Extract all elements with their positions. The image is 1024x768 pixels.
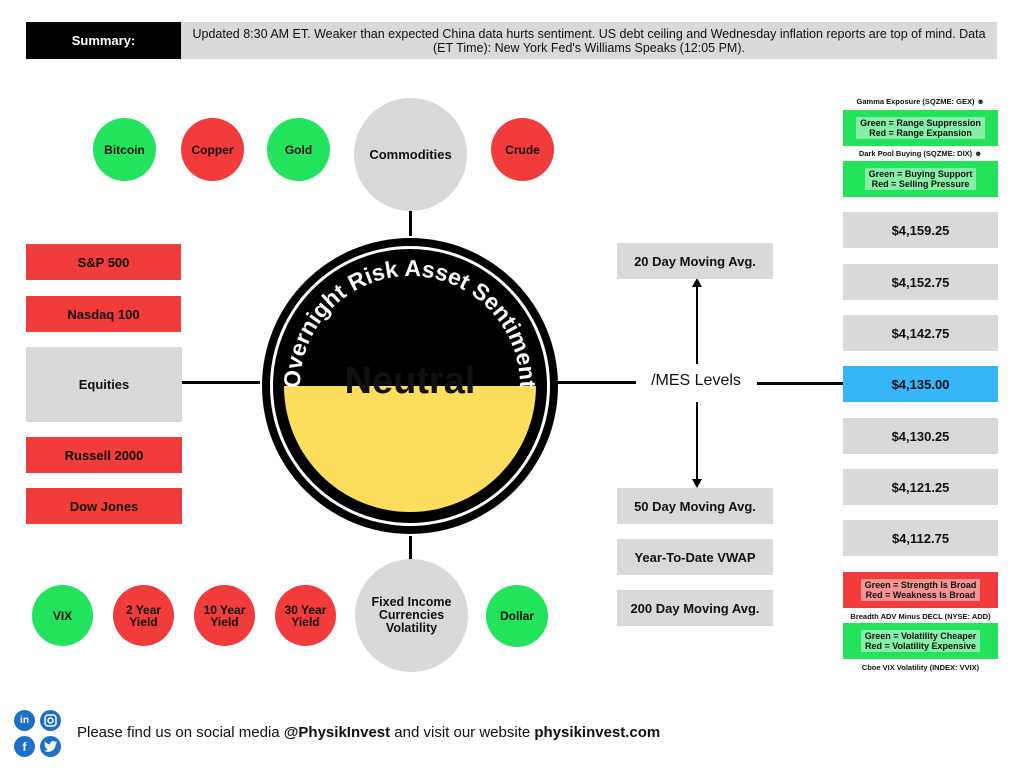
- commodities-hub: Commodities: [354, 98, 467, 211]
- facebook-icon[interactable]: f: [14, 736, 35, 757]
- equity-nasdaq100: Nasdaq 100: [26, 296, 181, 332]
- connector-bottom: [409, 536, 412, 560]
- commodity-gold: Gold: [267, 118, 330, 181]
- mes-level-3: $4,142.75: [843, 315, 998, 351]
- add-caption: Breadth ADV Minus DECL (NYSE: ADD): [850, 612, 991, 621]
- sentiment-fill: [284, 386, 536, 512]
- equity-sp500: S&P 500: [26, 244, 181, 280]
- social-handle[interactable]: @PhysikInvest: [283, 724, 391, 741]
- connector-top: [409, 208, 412, 236]
- commodity-bitcoin: Bitcoin: [93, 118, 156, 181]
- commodity-copper: Copper: [181, 118, 244, 181]
- connector-right: [558, 381, 636, 384]
- emoji-icon: ☻: [972, 149, 983, 158]
- fixed-income-hub: Fixed Income Currencies Volatility: [355, 559, 468, 672]
- sentiment-dial: Overnight Risk Asset Sentiment: [262, 238, 558, 534]
- emoji-icon: ☻: [974, 97, 985, 106]
- mes-level-5: $4,130.25: [843, 418, 998, 454]
- linkedin-icon[interactable]: in: [14, 710, 35, 731]
- mes-level-2: $4,152.75: [843, 264, 998, 300]
- arrow-up-icon: [692, 278, 702, 364]
- twitter-icon[interactable]: [40, 736, 61, 757]
- fi-dollar: Dollar: [486, 585, 548, 647]
- mes-label: /MES Levels: [651, 372, 741, 389]
- sentiment-value: Neutral: [344, 360, 476, 402]
- fi-vix: VIX: [32, 585, 93, 646]
- equity-dowjones: Dow Jones: [26, 488, 182, 524]
- summary-text: Updated 8:30 AM ET. Weaker than expected…: [181, 22, 997, 59]
- website-link[interactable]: physikinvest.com: [534, 724, 661, 741]
- connector-left: [182, 381, 260, 384]
- ma50-box: 50 Day Moving Avg.: [617, 488, 773, 524]
- vvix-caption: Cboe VIX Volatility (INDEX: VVIX): [861, 663, 980, 672]
- mes-level-1: $4,159.25: [843, 212, 998, 248]
- mes-level-6: $4,121.25: [843, 469, 998, 505]
- summary-label: Summary:: [26, 22, 181, 59]
- equities-hub: Equities: [26, 347, 182, 422]
- arrow-down-icon: [692, 402, 702, 488]
- dix-caption: Dark Pool Buying (SQZME: DIX) ☻: [858, 149, 983, 158]
- equity-russell2000: Russell 2000: [26, 437, 182, 473]
- mes-level-7: $4,112.75: [843, 520, 998, 556]
- instagram-icon[interactable]: [40, 710, 61, 731]
- gex-caption: Gamma Exposure (SQZME: GEX) ☻: [856, 97, 985, 106]
- ma20-box: 20 Day Moving Avg.: [617, 243, 773, 279]
- mes-level-current: $4,135.00: [843, 366, 998, 402]
- ytd-vwap-box: Year-To-Date VWAP: [617, 539, 773, 575]
- commodity-crude: Crude: [491, 118, 554, 181]
- connector-mes-level: [757, 382, 843, 385]
- footer-text: Please find us on social media @PhysikIn…: [77, 724, 661, 741]
- ma200-box: 200 Day Moving Avg.: [617, 590, 773, 626]
